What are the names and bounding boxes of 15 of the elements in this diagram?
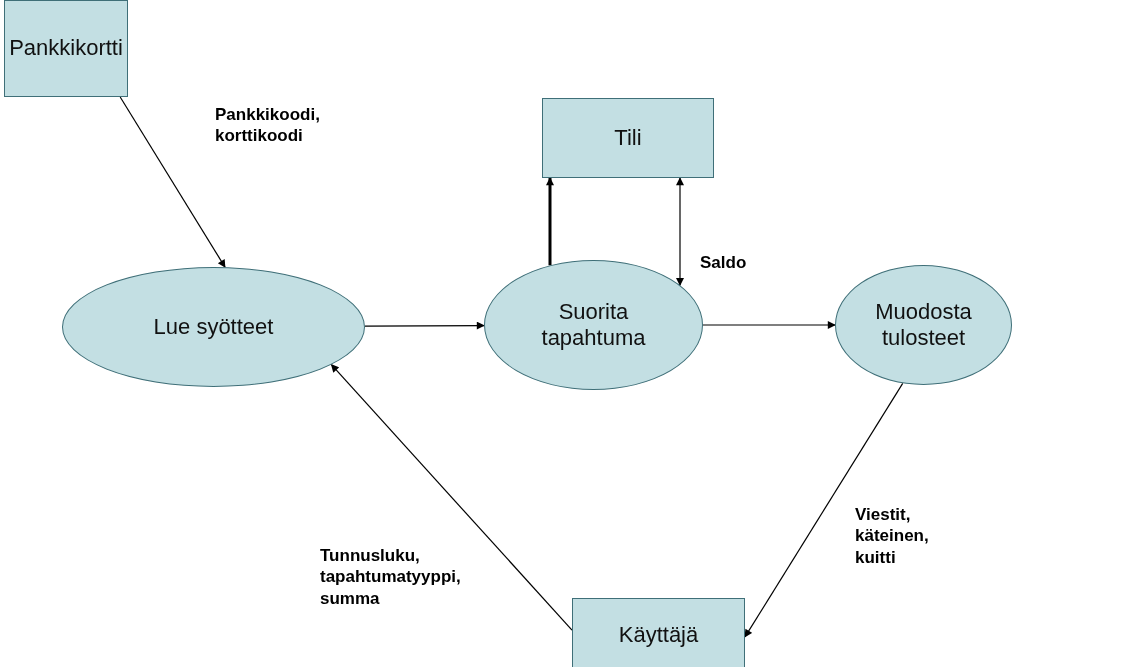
node-label: Muodosta tulosteet bbox=[874, 298, 973, 352]
arrow bbox=[702, 321, 836, 329]
arrow bbox=[119, 96, 226, 268]
arrow bbox=[676, 177, 684, 286]
node-label: Tili bbox=[614, 124, 642, 152]
entity-box bbox=[572, 598, 745, 667]
node-label: Käyttäjä bbox=[618, 622, 699, 649]
entity-box bbox=[4, 0, 128, 97]
node-label: Lue syötteet bbox=[153, 313, 274, 341]
node-label: Suorita tapahtuma bbox=[540, 298, 647, 352]
arrow bbox=[364, 321, 485, 330]
entity-box bbox=[542, 98, 714, 178]
arrow bbox=[330, 364, 573, 631]
arrow bbox=[546, 177, 554, 266]
node-label: Pankkikortti bbox=[9, 35, 123, 62]
